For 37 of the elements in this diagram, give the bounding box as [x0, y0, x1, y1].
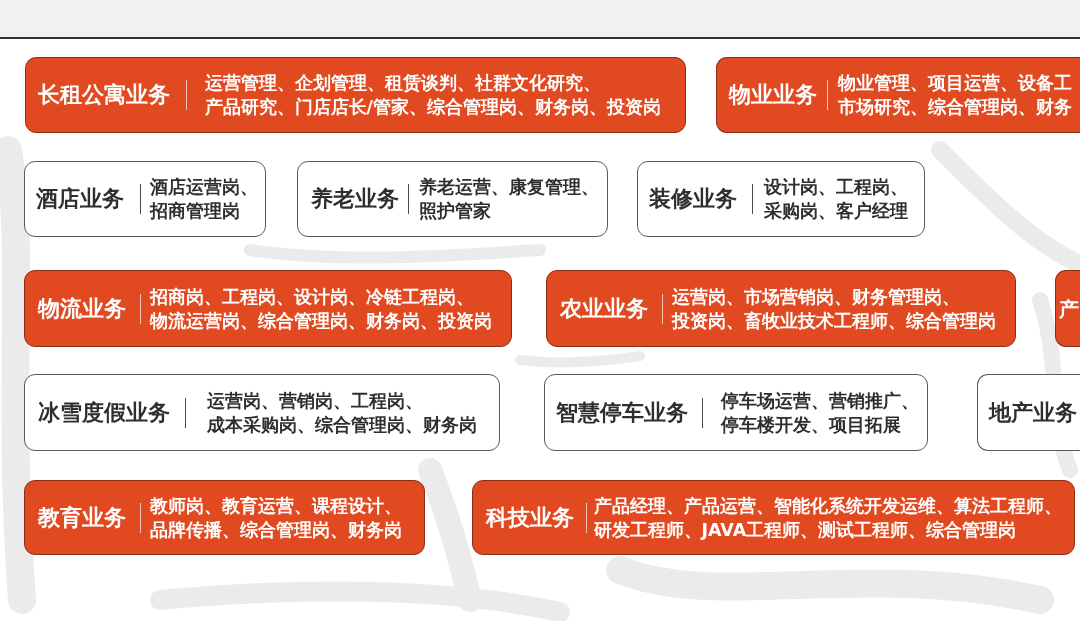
category-card [977, 374, 1080, 451]
job-list-text: 运营岗、市场营销岗、财务管理岗、投资岗、畜牧业技术工程师、综合管理岗 [671, 285, 997, 333]
category-card [297, 161, 608, 237]
job-list-text: 运营管理、企划管理、租赁谈判、社群文化研究、产品研究、门店店长/管家、综合管理岗、财务岗、投资岗 [204, 72, 662, 119]
card-title: 地产业务 [988, 398, 1077, 427]
card-title: 产 [1058, 295, 1079, 323]
card-title: 冰雪度假业务 [37, 398, 170, 427]
card-title: 农业业务 [559, 294, 648, 323]
card-title: 长租公寓业务 [37, 81, 170, 109]
job-list-text: 养老运营、康复管理、照护管家 [418, 176, 600, 223]
card-title: 酒店业务 [35, 185, 124, 213]
job-list-text: 教师岗、教育运营、课程设计、品牌传播、综合管理岗、财务岗 [149, 494, 403, 542]
category-card [24, 374, 500, 451]
job-list-text: 产品经理、产品运营、智能化系统开发运维、算法工程师、研发工程师、JAVA工程师、测试工程师、综合管理岗 [593, 494, 1063, 542]
job-list-text: 运营岗、营销岗、工程岗、成本采购岗、综合管理岗、财务岗 [206, 389, 478, 437]
category-card [544, 374, 928, 451]
card-title: 物业业务 [728, 81, 817, 109]
category-card [1055, 270, 1080, 347]
category-card [716, 57, 1080, 133]
job-list-text: 酒店运营岗、招商管理岗 [149, 176, 259, 223]
category-card [25, 57, 686, 133]
category-card [637, 161, 925, 237]
card-title: 智慧停车业务 [555, 398, 688, 427]
category-card [546, 270, 1016, 347]
card-title: 装修业务 [648, 185, 737, 213]
card-title: 科技业务 [485, 503, 574, 532]
category-card [24, 480, 425, 555]
category-card [472, 480, 1075, 555]
job-list-text: 停车场运营、营销推广、停车楼开发、项目拓展 [720, 389, 920, 437]
category-card [24, 161, 266, 237]
card-title: 物流业务 [37, 294, 126, 323]
job-list-text: 物业管理、项目运营、设备工市场研究、综合管理岗、财务 [837, 72, 1073, 119]
card-title: 养老业务 [310, 185, 399, 213]
card-title: 教育业务 [37, 503, 126, 532]
category-card [24, 270, 512, 347]
job-list-text: 设计岗、工程岗、采购岗、客户经理 [763, 176, 909, 223]
job-list-text: 招商岗、工程岗、设计岗、冷链工程岗、物流运营岗、综合管理岗、财务岗、投资岗 [149, 285, 493, 333]
